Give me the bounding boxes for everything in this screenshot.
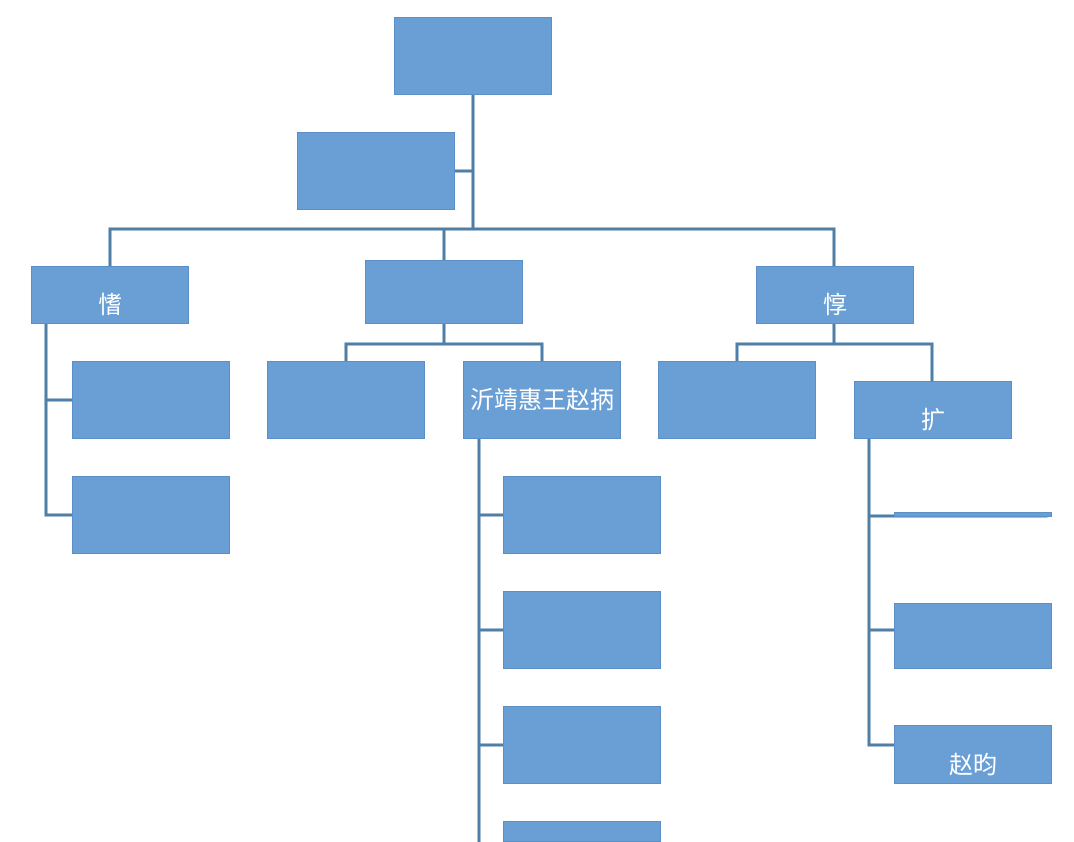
- node-child-3: 惇: [756, 266, 914, 324]
- node-label: 沂靖惠王赵抦: [470, 386, 614, 414]
- node-ggc-3-2-1: [894, 512, 1052, 517]
- node-label: 赵昀: [949, 751, 997, 779]
- node-child-1: 愭: [31, 266, 189, 324]
- node-ggc-2-2-4: [503, 821, 661, 842]
- node-label: 惇: [823, 291, 847, 319]
- node-gc-2-1: [267, 361, 425, 439]
- node-ggc-2-2-3: [503, 706, 661, 784]
- node-ggc-3-2-2: [894, 603, 1052, 669]
- node-ggc-3-2-3: 赵昀: [894, 725, 1052, 784]
- node-ggc-2-2-1: [503, 476, 661, 554]
- node-root: [394, 17, 552, 95]
- node-label: 愭: [98, 291, 122, 319]
- node-ggc-2-2-2: [503, 591, 661, 669]
- node-gc-1-1: [72, 361, 230, 439]
- node-gc-3-1: [658, 361, 816, 439]
- node-gc-3-2: 扩: [854, 381, 1012, 439]
- node-gc-2-2: 沂靖惠王赵抦: [463, 361, 621, 439]
- node-child-2: [365, 260, 523, 324]
- node-consort: [297, 132, 455, 210]
- node-label: 扩: [921, 406, 945, 434]
- node-gc-1-2: [72, 476, 230, 554]
